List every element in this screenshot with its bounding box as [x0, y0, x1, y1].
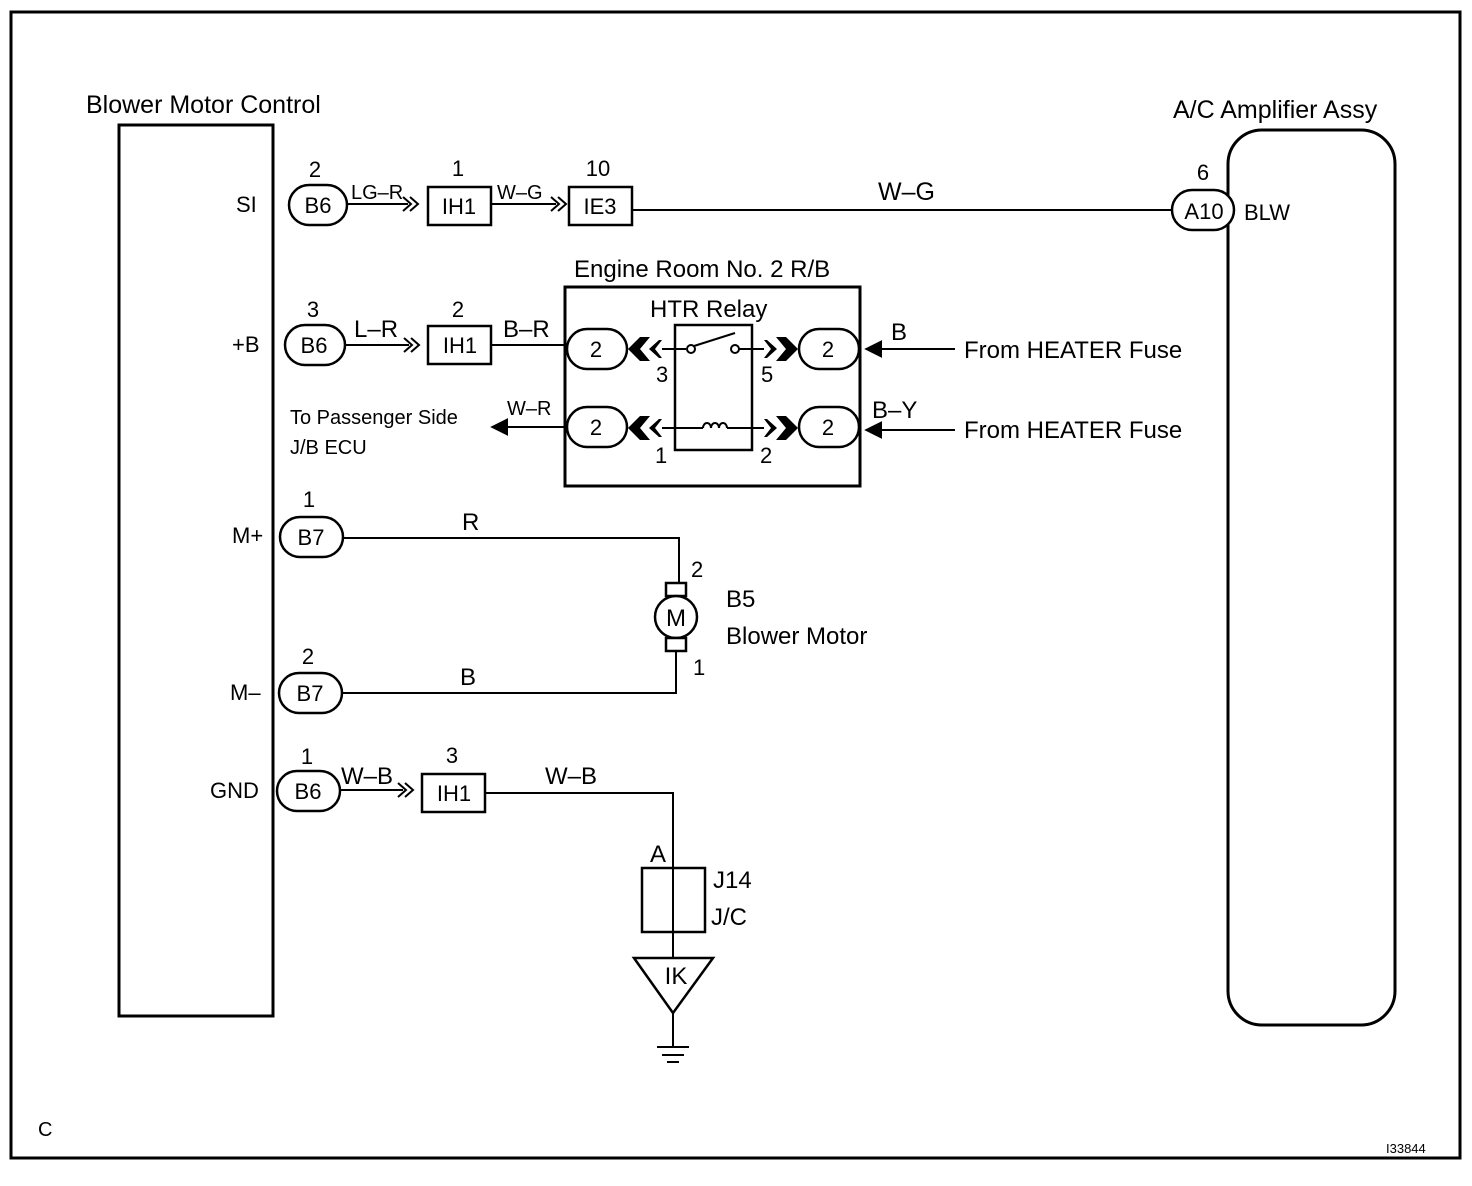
motor-bottom-terminal	[664, 636, 688, 653]
junction-ie3-label: IE3	[583, 194, 616, 219]
wire-gnd-2: W–B	[545, 763, 597, 790]
passenger-side-line2: J/B ECU	[290, 437, 367, 459]
pin-m-minus: 2	[302, 644, 314, 669]
diagram-frame	[9, 10, 1462, 1160]
junction-ih1-b-label: IH1	[443, 333, 477, 358]
terminal-si: SI	[236, 192, 257, 217]
relay-pin-1: 1	[655, 443, 667, 468]
junction-ih1-si-label: IH1	[442, 194, 476, 219]
relay-box-title: Engine Room No. 2 R/B	[574, 256, 830, 283]
junction-ih1-b-pin: 2	[452, 297, 464, 322]
amplifier-box	[1226, 128, 1397, 1027]
relay-conn-top-left	[565, 327, 629, 371]
jc-name: J/C	[711, 904, 747, 931]
ground-label: IK	[665, 963, 688, 990]
wire-si-1: LG–R	[351, 182, 403, 204]
heater-feed-2: From HEATER Fuse	[964, 417, 1182, 444]
pin-si: 2	[309, 157, 321, 182]
wire-b-1: L–R	[354, 316, 398, 343]
relay-conn-top-right	[797, 327, 861, 371]
amplifier-title: A/C Amplifier Assy	[1173, 96, 1378, 124]
blower-control-title: Blower Motor Control	[86, 91, 321, 119]
htr-relay-label: HTR Relay	[650, 296, 767, 323]
jc-id: J14	[713, 867, 752, 894]
motor-pin-top: 2	[691, 557, 703, 582]
wire-m-plus: R	[462, 509, 479, 536]
wire-gnd-1: W–B	[341, 763, 393, 790]
relay-conn-bottom-right-pin: 2	[822, 415, 834, 440]
motor-name: Blower Motor	[726, 623, 867, 650]
figure-id: I33844	[1386, 1141, 1426, 1156]
motor-top-terminal	[664, 581, 688, 598]
pin-m-plus: 1	[303, 487, 315, 512]
jc-pin: A	[650, 841, 666, 868]
connector-gnd-label: B6	[295, 779, 322, 804]
pin-plus-b: 3	[307, 297, 319, 322]
junction-ih1-gnd	[420, 772, 487, 814]
relay-conn-bottom-left-pin: 2	[590, 415, 602, 440]
connector-a10	[1170, 188, 1236, 232]
junction-ih1-gnd-label: IH1	[437, 781, 471, 806]
pin-gnd: 1	[301, 744, 313, 769]
junction-ie3-pin: 10	[586, 156, 610, 181]
terminal-m-minus: M–	[230, 680, 261, 705]
connector-m-plus-label: B7	[298, 525, 325, 550]
wire-m-minus: B	[460, 664, 476, 691]
junction-ie3	[567, 185, 634, 227]
junction-ih1-gnd-pin: 3	[446, 743, 458, 768]
wire-si-2: W–G	[497, 182, 543, 204]
relay-conn-top-right-pin: 2	[822, 337, 834, 362]
wire-b-2: B–R	[503, 316, 550, 343]
junction-ih1-si-pin: 1	[452, 156, 464, 181]
relay-conn-bottom-right	[797, 405, 861, 449]
terminal-gnd: GND	[210, 778, 259, 803]
motor-id: B5	[726, 586, 755, 613]
connector-m-minus-label: B7	[297, 681, 324, 706]
wire-si-3: W–G	[878, 178, 935, 206]
ground-point-ik	[631, 956, 716, 1016]
connector-a10-label: A10	[1184, 199, 1223, 224]
terminal-plus-b: +B	[232, 332, 260, 357]
motor-pin-bottom: 1	[693, 655, 705, 680]
passenger-side-line1: To Passenger Side	[290, 407, 458, 429]
amplifier-pin: 6	[1197, 160, 1209, 185]
blower-control-box	[117, 123, 275, 1018]
amplifier-terminal-blw: BLW	[1244, 200, 1290, 225]
relay-pin-2: 2	[760, 443, 772, 468]
relay-pin-5: 5	[761, 362, 773, 387]
connector-si-label: B6	[305, 193, 332, 218]
relay-conn-top-left-pin: 2	[590, 337, 602, 362]
connector-plus-b-label: B6	[301, 333, 328, 358]
wire-heater-1: B	[891, 319, 907, 346]
wire-heater-2: B–Y	[872, 397, 917, 424]
htr-relay-body	[673, 323, 754, 452]
junction-ih1-si	[426, 185, 493, 227]
corner-label: C	[38, 1119, 52, 1141]
terminal-m-plus: M+	[232, 523, 263, 548]
relay-pin-3: 3	[656, 362, 668, 387]
motor-symbol-label: M	[666, 605, 686, 632]
wire-passenger: W–R	[507, 398, 551, 420]
heater-feed-1: From HEATER Fuse	[964, 337, 1182, 364]
